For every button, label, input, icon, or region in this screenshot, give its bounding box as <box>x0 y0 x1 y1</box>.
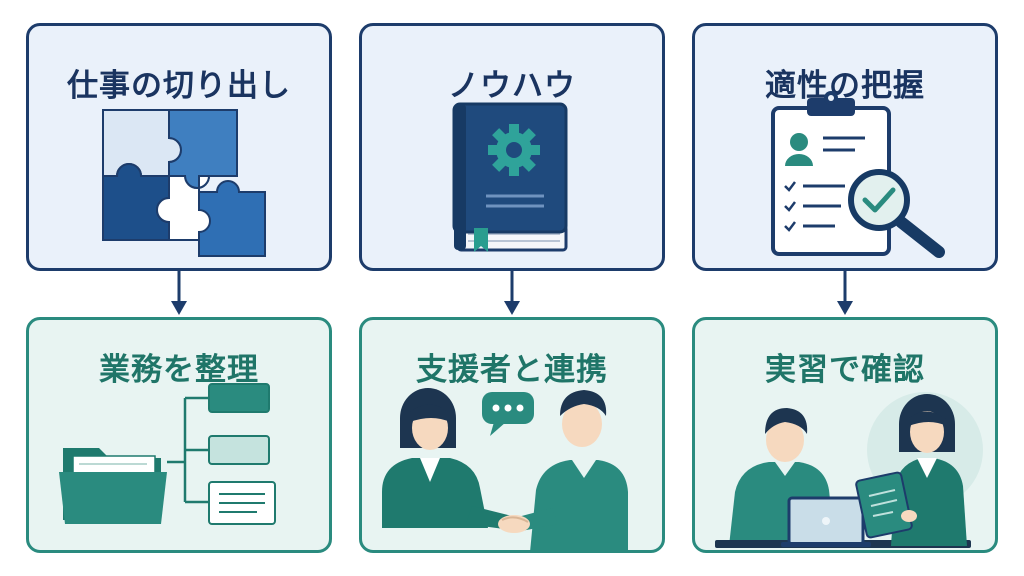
arrow-down-icon <box>837 271 853 315</box>
step-title-2: ノウハウ <box>448 68 576 104</box>
work-practice-icon <box>715 392 983 548</box>
step-card-3: 適性の把握 <box>692 23 998 271</box>
supporter-person-icon <box>382 388 512 552</box>
speech-bubble-icon <box>482 392 534 436</box>
laptop-icon <box>781 496 871 547</box>
outcome-title-2: 支援者と連携 <box>416 352 608 388</box>
handshake-icon <box>382 388 628 552</box>
puzzle-icon <box>102 109 266 257</box>
gear-icon <box>488 124 540 176</box>
outcome-card-1: 業務を整理 <box>26 317 332 553</box>
step-card-2: ノウハウ <box>359 23 665 271</box>
clipboard-magnifier-icon <box>771 91 945 258</box>
tablet-icon <box>855 471 917 539</box>
outcome-title-1: 業務を整理 <box>99 352 259 388</box>
arrow-down-icon <box>504 271 520 315</box>
magnifier-icon <box>848 169 945 258</box>
outcome-card-2: 支援者と連携 <box>359 317 665 553</box>
manual-book-icon <box>452 102 568 252</box>
arrow-down-icon <box>171 271 187 315</box>
folder-tree-icon <box>59 383 276 525</box>
step-title-1: 仕事の切り出し <box>67 68 291 104</box>
outcome-card-3: 実習で確認 <box>692 317 998 553</box>
step-card-1: 仕事の切り出し <box>26 23 332 271</box>
outcome-title-3: 実習で確認 <box>765 352 925 388</box>
